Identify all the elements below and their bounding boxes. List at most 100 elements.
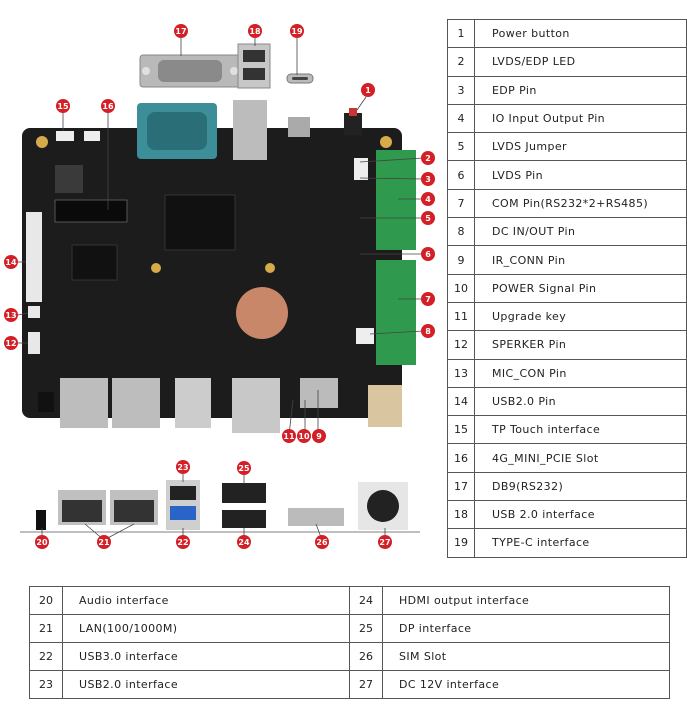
legend-label: LVDS/EDP LED [473, 47, 687, 77]
svg-text:4: 4 [425, 195, 431, 204]
legend-number: 24 [349, 586, 383, 615]
svg-text:23: 23 [177, 463, 188, 472]
legend-number: 25 [349, 614, 383, 643]
callout-13: 13 [4, 308, 18, 322]
legend-number: 1 [447, 18, 475, 49]
legend-number: 4 [447, 103, 475, 134]
callout-4: 4 [421, 192, 435, 206]
bottom-connectors-image [20, 480, 420, 533]
svg-text:1: 1 [365, 86, 371, 95]
legend-label: SPERKER Pin [473, 330, 687, 360]
callout-9: 9 [312, 429, 326, 443]
callout-24: 24 [237, 535, 251, 549]
legend-label: DC IN/OUT Pin [473, 217, 687, 247]
callout-12: 12 [4, 336, 18, 350]
callout-6: 6 [421, 247, 435, 261]
legend-label: MIC_CON Pin [473, 358, 687, 388]
legend-number: 16 [447, 443, 475, 473]
legend-number: 9 [447, 245, 475, 275]
svg-text:5: 5 [425, 214, 431, 223]
callout-7: 7 [421, 292, 435, 306]
legend-number: 19 [447, 528, 475, 558]
db9-connector-image [139, 54, 241, 88]
svg-text:12: 12 [5, 339, 16, 348]
legend-label: USB2.0 interface [62, 670, 350, 699]
legend-label: 4G_MINI_PCIE Slot [473, 443, 687, 473]
legend-label: IO Input Output Pin [473, 103, 687, 134]
legend-number: 11 [447, 301, 475, 332]
legend-label: Power button [473, 18, 687, 49]
legend-label: DP interface [382, 614, 670, 643]
svg-text:9: 9 [316, 432, 322, 441]
usb2-double-image [237, 43, 271, 89]
svg-text:7: 7 [425, 295, 431, 304]
legend-number: 15 [447, 415, 475, 445]
legend-label: TYPE-C interface [473, 528, 687, 558]
svg-text:17: 17 [175, 27, 186, 36]
board-diagram: 17 18 19 1 2 3 4 5 6 7 8 15 16 14 13 12 … [4, 24, 435, 549]
pcb-board-image [22, 100, 416, 433]
svg-text:8: 8 [425, 327, 431, 336]
legend-label: LAN(100/1000M) [62, 614, 350, 643]
legend-number: 20 [29, 586, 63, 615]
callout-26: 26 [315, 535, 329, 549]
legend-number: 27 [349, 670, 383, 699]
legend-label: SIM Slot [382, 642, 670, 671]
legend-number: 17 [447, 471, 475, 502]
legend-label: HDMI output interface [382, 586, 670, 615]
legend-number: 12 [447, 330, 475, 360]
callout-23: 23 [176, 460, 190, 474]
legend-number: 5 [447, 132, 475, 162]
legend-label: USB2.0 Pin [473, 386, 687, 417]
callouts: 17 18 19 1 2 3 4 5 6 7 8 15 16 14 13 12 … [4, 24, 435, 549]
legend-label: USB3.0 interface [62, 642, 350, 671]
callout-27: 27 [378, 535, 392, 549]
legend-label: Upgrade key [473, 301, 687, 332]
svg-text:6: 6 [425, 250, 431, 259]
legend-label: EDP Pin [473, 75, 687, 105]
svg-text:19: 19 [291, 27, 303, 36]
callout-18: 18 [248, 24, 262, 38]
legend-number: 26 [349, 642, 383, 671]
legend-number: 23 [29, 670, 63, 699]
callout-8: 8 [421, 324, 435, 338]
svg-text:26: 26 [316, 538, 328, 547]
svg-text:18: 18 [249, 27, 261, 36]
callout-17: 17 [174, 24, 188, 38]
legend-number: 8 [447, 217, 475, 247]
callout-10: 10 [297, 429, 311, 443]
legend-number: 3 [447, 75, 475, 105]
callout-19: 19 [290, 24, 304, 38]
legend-number: 2 [447, 47, 475, 77]
legend-label: DC 12V interface [382, 670, 670, 699]
svg-text:20: 20 [36, 538, 48, 547]
svg-text:21: 21 [98, 538, 110, 547]
callout-16: 16 [101, 99, 115, 113]
legend-label: DB9(RS232) [473, 471, 687, 502]
svg-text:22: 22 [177, 538, 188, 547]
legend-number: 7 [447, 188, 475, 219]
legend-label: LVDS Jumper [473, 132, 687, 162]
legend-number: 14 [447, 386, 475, 417]
